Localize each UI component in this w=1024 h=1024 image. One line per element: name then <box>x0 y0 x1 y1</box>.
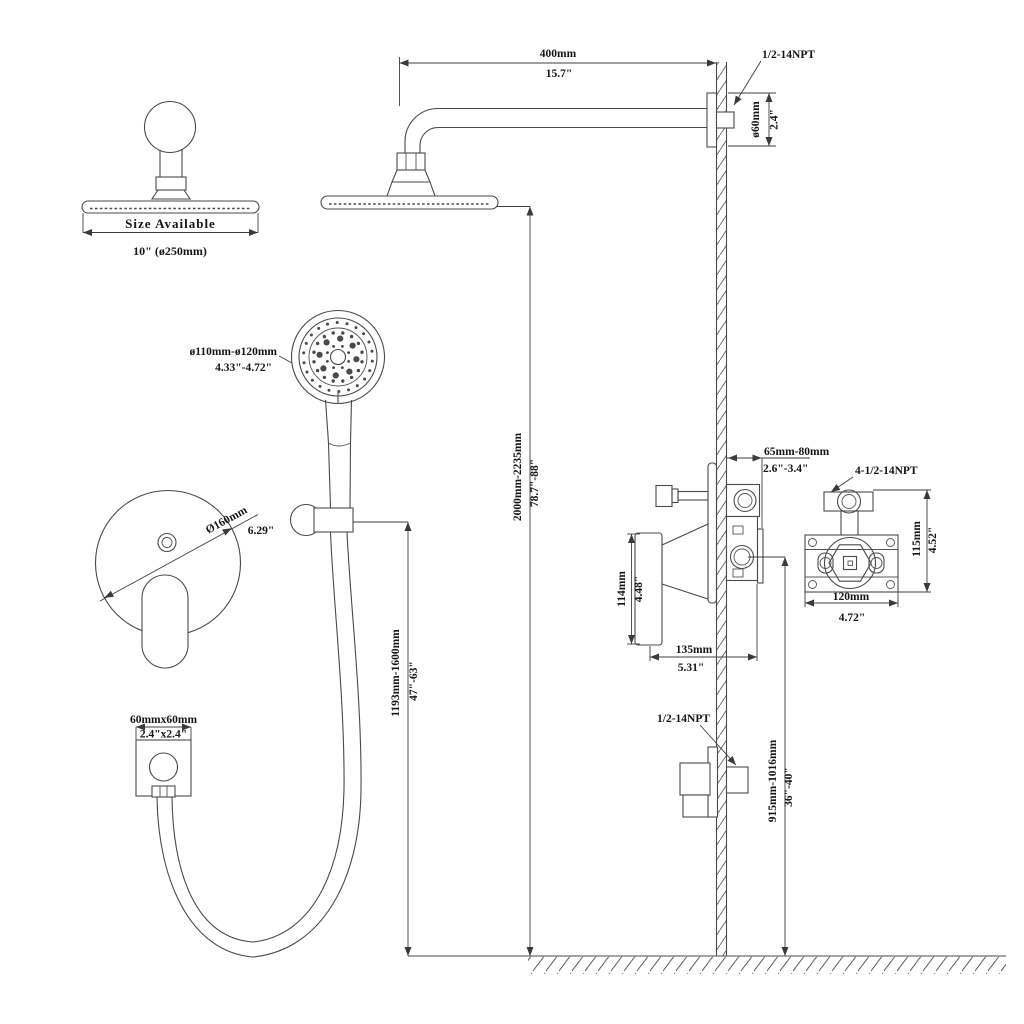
valve-depth-mm: 135mm <box>676 644 713 656</box>
dim-valve-depth: 135mm 5.31" <box>649 584 758 674</box>
flange-dia-in: 2.4" <box>769 109 781 130</box>
dim-outlet-height: 915mm-1016mm 36"-40" <box>748 556 795 956</box>
arm-length-mm: 400mm <box>540 48 577 60</box>
dim-roughin-width: 120mm 4.72" <box>804 591 899 624</box>
elbow-size-mm: 60mmx60mm <box>130 714 197 726</box>
valve-depth-in: 5.31" <box>678 662 705 674</box>
dim-slide-height: 1193mm-1600mm 47"-63" <box>353 521 420 956</box>
wall-supply-elbow: 60mmx60mm 2.4"x2.4" <box>130 714 197 798</box>
roughin-width-mm: 120mm <box>833 591 870 603</box>
valve-handle-mm: 114mm <box>616 571 628 607</box>
arm-length-in: 15.7" <box>546 68 573 80</box>
rough-in-valve-front: 4-1/2-14NPT <box>804 465 918 593</box>
elbow-size-in: 2.4"x2.4" <box>140 729 187 741</box>
roughin-height-mm: 115mm <box>911 521 923 557</box>
total-height-mm: 2000mm-2235mm <box>512 433 524 522</box>
roughin-width-in: 4.72" <box>839 612 866 624</box>
wall-depth-range-mm: 65mm-80mm <box>764 446 830 458</box>
shower-head-side-detail: Size Available 10" (ø250mm) <box>81 100 260 258</box>
dim-roughin-height: 115mm 4.52" <box>873 489 939 593</box>
outlet-height-mm: 915mm-1016mm <box>767 739 779 822</box>
handshower-dia-in: 4.33"-4.72" <box>215 362 272 374</box>
hand-shower-detail: ø110mm-ø120mm 4.33"-4.72" <box>189 309 386 537</box>
dim-arm-length: 400mm 15.7" <box>399 48 716 106</box>
roughin-thread-label: 4-1/2-14NPT <box>855 465 918 477</box>
dim-valve-handle: 114mm 4.48" <box>616 533 645 645</box>
valve-side-view <box>634 462 764 646</box>
handshower-dia-mm: ø110mm-ø120mm <box>189 346 277 358</box>
valve-dia-in: 6.29" <box>248 525 275 537</box>
slide-height-in: 47"-63" <box>408 661 420 701</box>
dim-total-height: 2000mm-2235mm 78.7"-88" <box>497 206 541 956</box>
wall-depth-range-in: 2.6"-3.4" <box>763 463 808 475</box>
head-size-label: 10" (ø250mm) <box>133 244 207 258</box>
floor-line <box>408 955 1006 974</box>
outlet-height-in: 36"-40" <box>783 767 795 807</box>
shower-hose <box>156 531 362 958</box>
slide-height-mm: 1193mm-1600mm <box>390 629 402 717</box>
wall-section <box>715 62 728 956</box>
roughin-height-in: 4.52" <box>927 527 939 554</box>
total-height-in: 78.7"-88" <box>529 459 541 507</box>
arm-thread-label: 1/2-14NPT <box>762 49 815 61</box>
outlet-thread-label: 1/2-14NPT <box>657 713 710 725</box>
dim-wall-depth-range: 65mm-80mm 2.6"-3.4" <box>727 446 830 528</box>
valve-handle-in: 4.48" <box>633 576 645 603</box>
shower-arm-assembly <box>320 92 735 210</box>
flange-dia-mm: ø60mm <box>750 101 762 138</box>
dim-flange: ø60mm 2.4" <box>728 92 781 147</box>
outlet-side-view: 1/2-14NPT <box>657 713 749 818</box>
size-available-label: Size Available <box>125 216 216 231</box>
valve-trim-front: Ø160mm 6.29" <box>94 489 275 669</box>
label-arm-thread: 1/2-14NPT <box>733 49 815 106</box>
spray-nozzles <box>302 321 374 393</box>
